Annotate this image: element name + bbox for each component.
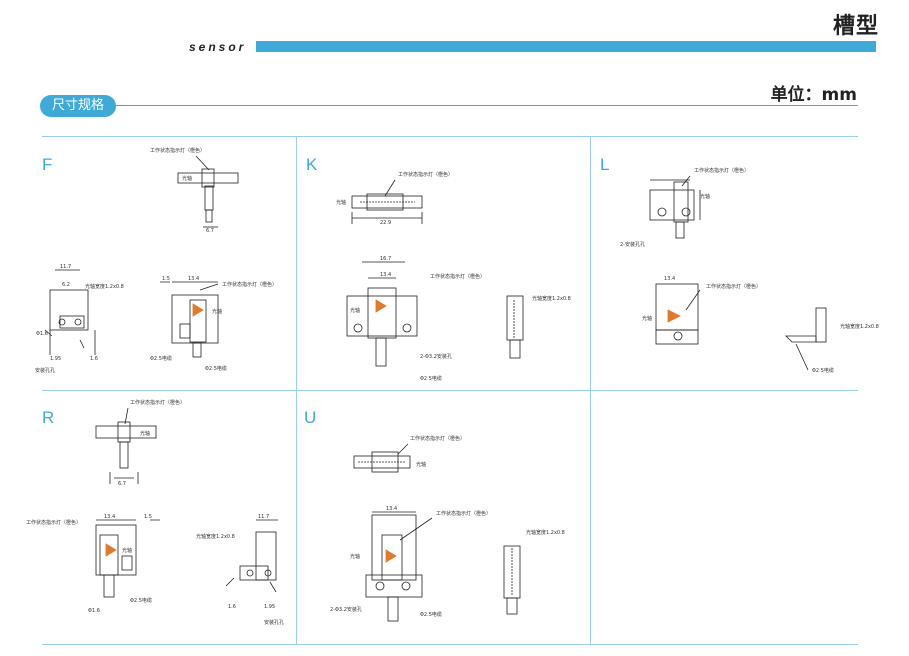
f-indicator-label: 工作状态指示灯（橙色） xyxy=(150,147,205,154)
r-dim-6-7: 6.7 xyxy=(118,481,126,487)
r-dim-1-95: 1.95 xyxy=(264,604,275,610)
f-indicator-front: 工作状态指示灯（橙色） xyxy=(222,281,277,288)
r-dim-11-7: 11.7 xyxy=(258,514,269,520)
k-dim-22-9: 22.9 xyxy=(380,220,391,226)
f-cable-left: Φ2.5电缆 xyxy=(150,355,172,362)
l-beam: 光轴宽度1.2x0.8 xyxy=(840,323,879,330)
l-slot: 光轴 xyxy=(700,193,710,200)
r-hole: 安装孔孔 xyxy=(264,619,284,626)
u-indicator-front: 工作状态指示灯（橙色） xyxy=(436,510,491,517)
sensor-label: sensor xyxy=(189,40,247,54)
f-dim-1-6: 1.6 xyxy=(90,356,98,362)
panel-label-u: U xyxy=(304,408,317,427)
u-dim-13-4: 13.4 xyxy=(386,506,397,512)
panel-label-f: F xyxy=(42,155,53,174)
u-slot-front: 光轴 xyxy=(350,553,360,560)
r-dim-1-5: 1.5 xyxy=(144,514,152,520)
f-slot-front: 光轴 xyxy=(212,308,222,315)
k-beam: 光轴宽度1.2x0.8 xyxy=(532,295,571,302)
r-slot: 光轴 xyxy=(140,430,150,437)
panel-f-drawing: 工作状态指示灯（橙色） 光轴 6.7 11.7 6.2 光轴宽度1.2x0.8 … xyxy=(35,147,277,374)
l-indicator-front: 工作状态指示灯（橙色） xyxy=(706,283,761,290)
k-dim-16-7: 16.7 xyxy=(380,256,391,262)
panel-k-drawing: 22.9 工作状态指示灯（橙色） 光轴 16.7 13.4 工作状态指示灯（橙色… xyxy=(336,171,571,382)
f-hole-label: 安装孔孔 xyxy=(35,367,55,374)
l-hole: 2-安装孔孔 xyxy=(620,241,645,248)
f-cable-label: Φ2.5电缆 xyxy=(205,365,227,372)
k-slot-front: 光轴 xyxy=(350,307,360,314)
u-cable: Φ2.5电缆 xyxy=(420,611,442,618)
page-title: 槽型 xyxy=(832,14,879,39)
header-accent-bar xyxy=(256,41,876,52)
r-indicator-front: 工作状态指示灯（橙色） xyxy=(26,519,81,526)
r-dim-13-4: 13.4 xyxy=(104,514,115,520)
r-indicator: 工作状态指示灯（橙色） xyxy=(130,399,185,406)
grid-top xyxy=(42,136,858,137)
panel-label-l: L xyxy=(600,155,610,174)
f-dim-width: 6.7 xyxy=(206,228,214,234)
r-beam: 光轴宽度1.2x0.8 xyxy=(196,533,235,540)
r-dim-1-6: 1.6 xyxy=(228,604,236,610)
f-dim-11-7: 11.7 xyxy=(60,264,71,270)
k-dim-13-4: 13.4 xyxy=(380,272,391,278)
grid-bottom xyxy=(42,644,858,645)
k-slot: 光轴 xyxy=(336,199,346,206)
r-cable: Φ2.5电缆 xyxy=(130,597,152,604)
u-indicator: 工作状态指示灯（橙色） xyxy=(410,435,465,442)
panel-label-k: K xyxy=(306,155,318,174)
u-hole: 2-Φ3.2安装孔 xyxy=(330,606,362,613)
l-slot-front: 光轴 xyxy=(642,315,652,322)
f-dim-6-2: 6.2 xyxy=(62,282,70,288)
l-cable: Φ2.5电缆 xyxy=(812,367,834,374)
grid-col2 xyxy=(590,136,591,644)
grid-col1 xyxy=(296,136,297,644)
section-title: 尺寸规格 xyxy=(40,95,116,117)
panel-label-r: R xyxy=(42,408,55,427)
r-slot-front: 光轴 xyxy=(122,547,132,554)
u-beam: 光轴宽度1.2x0.8 xyxy=(526,529,565,536)
panel-u-drawing: 工作状态指示灯（橙色） 光轴 13.4 工作状态指示灯（橙色） 光轴 2-Φ3.… xyxy=(330,435,565,622)
u-slot: 光轴 xyxy=(416,461,426,468)
unit-label: 单位：mm xyxy=(770,85,857,105)
f-dim-phi: Φ1.6 xyxy=(36,331,48,337)
f-beam-label-side: 光轴宽度1.2x0.8 xyxy=(85,283,124,290)
k-indicator: 工作状态指示灯（橙色） xyxy=(398,171,453,178)
f-dim-1-5: 1.5 xyxy=(162,276,170,282)
grid-middle xyxy=(42,390,858,391)
panel-r-drawing: 工作状态指示灯（橙色） 光轴 6.7 13.4 1.5 工作状态指示灯（橙色） … xyxy=(26,399,284,626)
r-dim-phi: Φ1.6 xyxy=(88,608,100,614)
panel-l-drawing: 工作状态指示灯（橙色） 光轴 2-安装孔孔 13.4 工作状态指示灯（橙色） 光… xyxy=(620,167,879,374)
f-slot-label: 光轴 xyxy=(182,175,192,182)
f-dim-13-4: 13.4 xyxy=(188,276,199,282)
section-divider xyxy=(116,105,858,106)
l-dim-13-4: 13.4 xyxy=(664,276,675,282)
k-hole: 2-Φ3.2安装孔 xyxy=(420,353,452,360)
k-cable: Φ2.5电缆 xyxy=(420,375,442,382)
k-indicator-front: 工作状态指示灯（橙色） xyxy=(430,273,485,280)
f-dim-1-95: 1.95 xyxy=(50,356,61,362)
l-indicator: 工作状态指示灯（橙色） xyxy=(694,167,749,174)
